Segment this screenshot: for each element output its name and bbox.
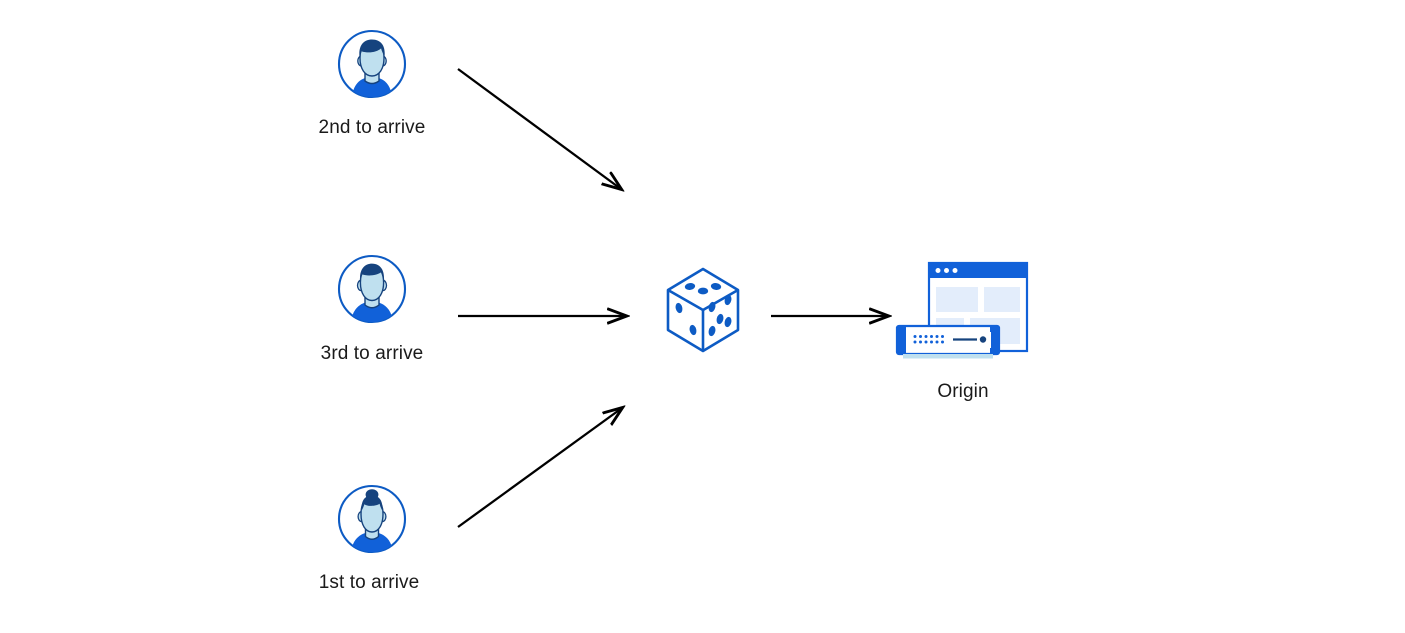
node-label-visitor-2nd: 2nd to arrive	[318, 117, 426, 138]
user-avatar-icon	[336, 483, 408, 555]
node-label-visitor-3rd: 3rd to arrive	[320, 343, 424, 364]
node-label-origin: Origin	[937, 381, 989, 402]
arrow-2nd-to-dice	[457, 68, 621, 189]
arrow-1st-to-dice	[457, 408, 622, 528]
dice-icon	[660, 264, 746, 356]
node-label-visitor-1st: 1st to arrive	[318, 572, 420, 593]
server-device-shape	[895, 324, 1001, 359]
user-avatar-icon	[336, 28, 408, 100]
user-avatar-icon	[336, 253, 408, 325]
origin-server-icon	[893, 256, 1035, 366]
